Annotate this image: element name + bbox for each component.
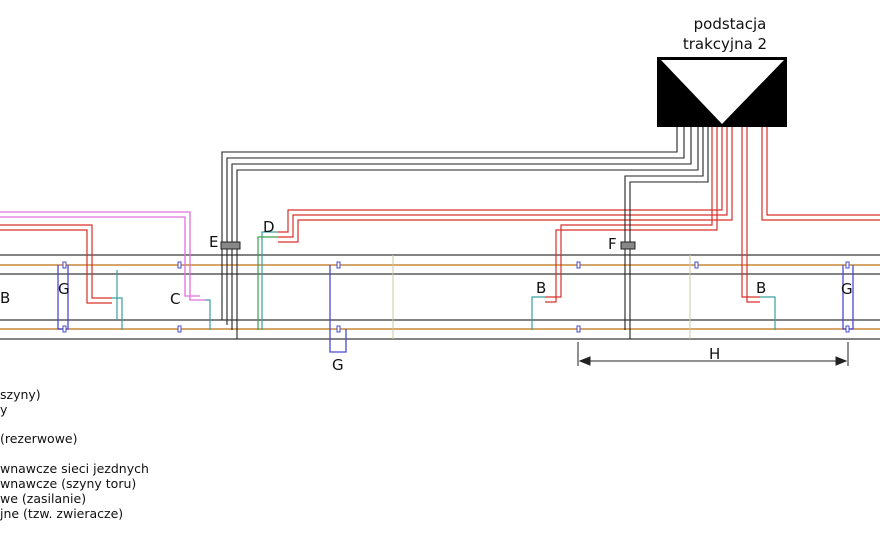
- label-f: F: [608, 235, 617, 253]
- label-c: C: [170, 290, 180, 308]
- label-g-left: G: [58, 280, 70, 298]
- section-separators: [392, 255, 691, 339]
- connector-e: [220, 241, 241, 250]
- label-g-right: G: [841, 280, 853, 298]
- substation: podstacja trakcyjna 2: [657, 15, 787, 127]
- reserve-lines: [0, 211, 205, 301]
- label-d: D: [263, 218, 275, 236]
- legend-item: y: [0, 402, 8, 417]
- legend-item: we (zasilanie): [0, 491, 86, 506]
- legend-item: (rezerwowe): [0, 431, 77, 446]
- return-cables: [221, 127, 709, 339]
- label-b-left: B: [0, 289, 10, 307]
- legend-item: szyny): [0, 387, 41, 402]
- tracks: [0, 254, 880, 340]
- legend-item: jne (tzw. zwieracze): [0, 506, 123, 521]
- label-h: H: [709, 345, 720, 363]
- insulators: [62, 261, 850, 333]
- short-connectors: [112, 231, 776, 330]
- legend-item: wnawcze sieci jezdnych: [0, 461, 149, 476]
- label-e: E: [209, 233, 218, 251]
- label-b-mid: B: [536, 279, 546, 297]
- substation-symbol: [661, 60, 784, 124]
- label-g-mid: G: [332, 356, 344, 374]
- legend: szyny) y (rezerwowe) wnawcze sieci jezdn…: [0, 387, 149, 521]
- substation-title-line2: trakcyjna 2: [683, 35, 767, 53]
- substation-title-line1: podstacja: [694, 15, 767, 33]
- legend-item: wnawcze (szyny toru): [0, 476, 136, 491]
- label-b-right: B: [756, 279, 766, 297]
- feeder-lines: [0, 127, 880, 304]
- contact-lines: [0, 264, 880, 330]
- dimension-h: [577, 342, 849, 366]
- connector-f: [620, 241, 636, 250]
